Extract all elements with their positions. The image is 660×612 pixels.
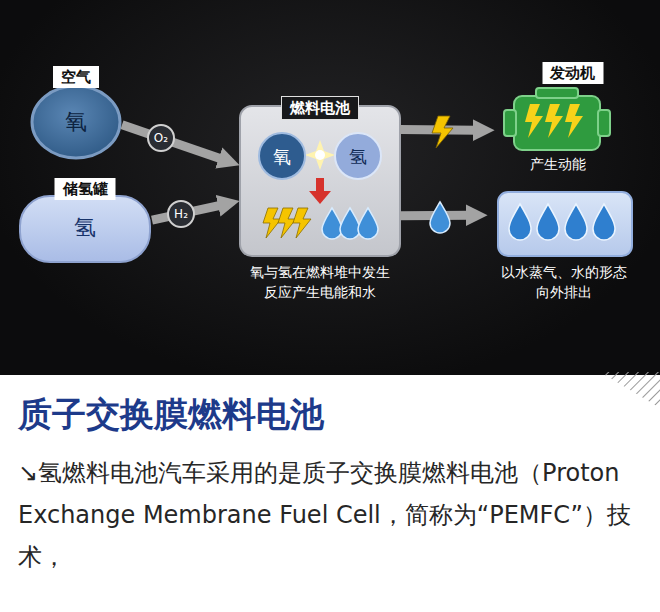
- diagram-node: 燃料电池氧与氢在燃料堆中发生反应产生电能和水 氧 氢: [240, 96, 400, 306]
- tab-label: 储氢罐: [55, 178, 116, 200]
- water-drops: [322, 208, 378, 239]
- circle-label: 氧: [260, 144, 304, 169]
- reaction-spark: [305, 140, 335, 170]
- heading: 质子交换膜燃料电池: [18, 392, 324, 436]
- process-caption: 氧与氢在燃料堆中发生反应产生电能和水: [248, 262, 392, 302]
- red-arrow: [309, 178, 331, 204]
- water-drops: [509, 204, 615, 240]
- diagram-node: 以水蒸气、水的形态向外排出: [488, 188, 640, 306]
- circle-label: 氧: [30, 106, 122, 137]
- tab-label: 空气: [53, 66, 99, 88]
- engine-caption: 产生动能: [495, 154, 620, 174]
- circle-label: 氢: [336, 144, 380, 169]
- electric-bolts: [263, 208, 311, 238]
- engine-icon: [504, 88, 610, 150]
- water-drop: [430, 202, 450, 233]
- tab-label: 燃料电池: [281, 96, 359, 120]
- edge-label: O₂: [147, 124, 175, 152]
- tab-label: 发动机: [542, 62, 603, 84]
- flow-arrow: [122, 125, 223, 160]
- water-box: [498, 192, 632, 256]
- fuel-cell-box: [240, 106, 400, 256]
- energy-bolt: [432, 116, 453, 148]
- tank-label: 氢: [18, 212, 152, 243]
- reaction-circle: 氢: [334, 132, 382, 180]
- edge-label: H₂: [167, 200, 195, 228]
- reaction-circle: 氧: [258, 132, 306, 180]
- body-caption: ↘氢燃料电池汽车采用的是质子交换膜燃料电池（Proton Exchange Me…: [18, 452, 646, 578]
- diagram-node: 储氢罐氢: [18, 178, 152, 264]
- corner-hatching: [600, 372, 660, 408]
- diagram-node: 发动机产生动能: [495, 62, 620, 174]
- outlet-caption: 以水蒸气、水的形态向外排出: [495, 262, 633, 302]
- diagram-node: 空气氧: [30, 66, 122, 164]
